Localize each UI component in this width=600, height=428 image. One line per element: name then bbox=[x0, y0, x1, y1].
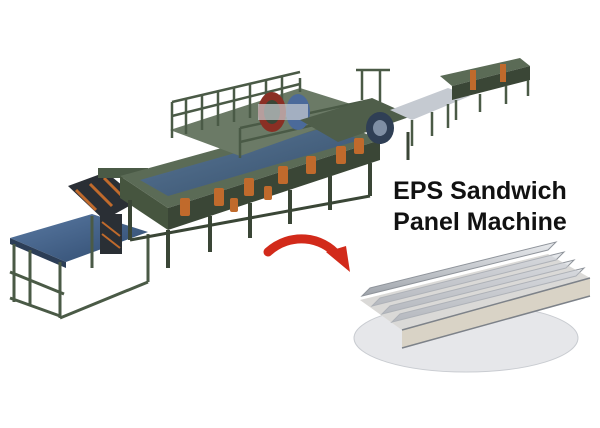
press-section bbox=[300, 98, 412, 172]
caption-line-2: Panel Machine bbox=[393, 208, 567, 236]
outfeed-conveyor bbox=[390, 88, 470, 146]
upper-platform bbox=[170, 68, 390, 158]
stacker-unit bbox=[440, 58, 530, 120]
infeed-conveyor bbox=[9, 214, 150, 320]
sandwich-panel-illustration bbox=[353, 241, 591, 373]
caption-line-1: EPS Sandwich bbox=[393, 177, 567, 205]
main-frame bbox=[120, 118, 380, 268]
motor-row bbox=[180, 138, 364, 216]
curved-arrow-icon bbox=[263, 234, 350, 272]
production-line-machine bbox=[9, 58, 530, 320]
